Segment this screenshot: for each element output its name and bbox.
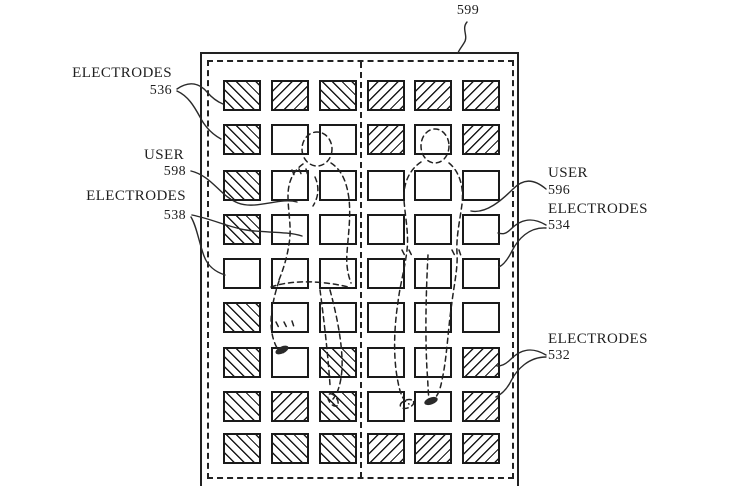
label-user-596-num: 596 [548,183,571,198]
electrode-cell-r4c2 [271,214,309,245]
electrode-cell-r6c2 [271,302,309,333]
electrode-cell-r3c4 [367,170,405,201]
electrode-cell-r6c1 [223,302,261,333]
electrode-cell-r6c6 [462,302,500,333]
label-user-598-title: USER [144,147,184,163]
electrode-cell-r9c4 [367,433,405,464]
electrode-cell-r5c2 [271,258,309,289]
electrode-cell-r4c1 [223,214,261,245]
electrode-cell-r8c3 [319,391,357,422]
electrode-cell-r6c4 [367,302,405,333]
label-electrodes-536-num: 536 [149,83,172,98]
label-electrodes-532-num: 532 [548,348,571,363]
electrode-cell-r8c4 [367,391,405,422]
electrode-cell-r3c5 [414,170,452,201]
electrode-cell-r5c5 [414,258,452,289]
electrode-cell-r9c3 [319,433,357,464]
electrode-cell-r9c6 [462,433,500,464]
electrode-cell-r9c2 [271,433,309,464]
electrode-cell-r7c1 [223,347,261,378]
electrode-cell-r7c6 [462,347,500,378]
label-electrodes-534-num: 534 [548,218,571,233]
electrode-cell-r7c5 [414,347,452,378]
electrode-cell-r3c2 [271,170,309,201]
electrode-cell-r6c5 [414,302,452,333]
label-electrodes-536-title: ELECTRODES [72,65,172,81]
electrode-cell-r3c3 [319,170,357,201]
electrode-cell-r3c6 [462,170,500,201]
electrode-cell-r4c4 [367,214,405,245]
electrode-cell-r5c3 [319,258,357,289]
label-user-596-title: USER [548,165,588,181]
electrode-cell-r7c3 [319,347,357,378]
electrode-cell-r2c3 [319,124,357,155]
label-electrodes-538-title: ELECTRODES [86,188,186,204]
electrode-cell-r1c1 [223,80,261,111]
electrode-cell-r8c1 [223,391,261,422]
electrode-cell-r1c6 [462,80,500,111]
electrode-cell-r1c4 [367,80,405,111]
electrode-cell-r1c3 [319,80,357,111]
electrode-cell-r2c1 [223,124,261,155]
electrode-cell-r4c6 [462,214,500,245]
electrode-cell-r2c6 [462,124,500,155]
electrode-cell-r7c4 [367,347,405,378]
panel-center-divider [360,62,362,478]
ref-label-599: 599 [456,3,480,18]
electrode-cell-r8c6 [462,391,500,422]
electrode-cell-r4c5 [414,214,452,245]
electrode-cell-r1c2 [271,80,309,111]
electrode-cell-r7c2 [271,347,309,378]
electrode-cell-r6c3 [319,302,357,333]
leader-line-599 [457,21,468,54]
label-electrodes-538-num: 538 [163,208,186,223]
electrode-cell-r2c2 [271,124,309,155]
electrode-cell-r5c6 [462,258,500,289]
electrode-cell-r1c5 [414,80,452,111]
electrode-cell-r5c4 [367,258,405,289]
electrode-cell-r3c1 [223,170,261,201]
label-user-598-num: 598 [163,164,186,179]
electrode-cell-r2c5 [414,124,452,155]
label-electrodes-532-title: ELECTRODES [548,331,648,347]
electrode-cell-r8c2 [271,391,309,422]
electrode-cell-r9c5 [414,433,452,464]
label-electrodes-534-title: ELECTRODES [548,201,648,217]
electrode-cell-r4c3 [319,214,357,245]
electrode-cell-r5c1 [223,258,261,289]
electrode-cell-r9c1 [223,433,261,464]
electrode-cell-r8c5 [414,391,452,422]
electrode-cell-r2c4 [367,124,405,155]
